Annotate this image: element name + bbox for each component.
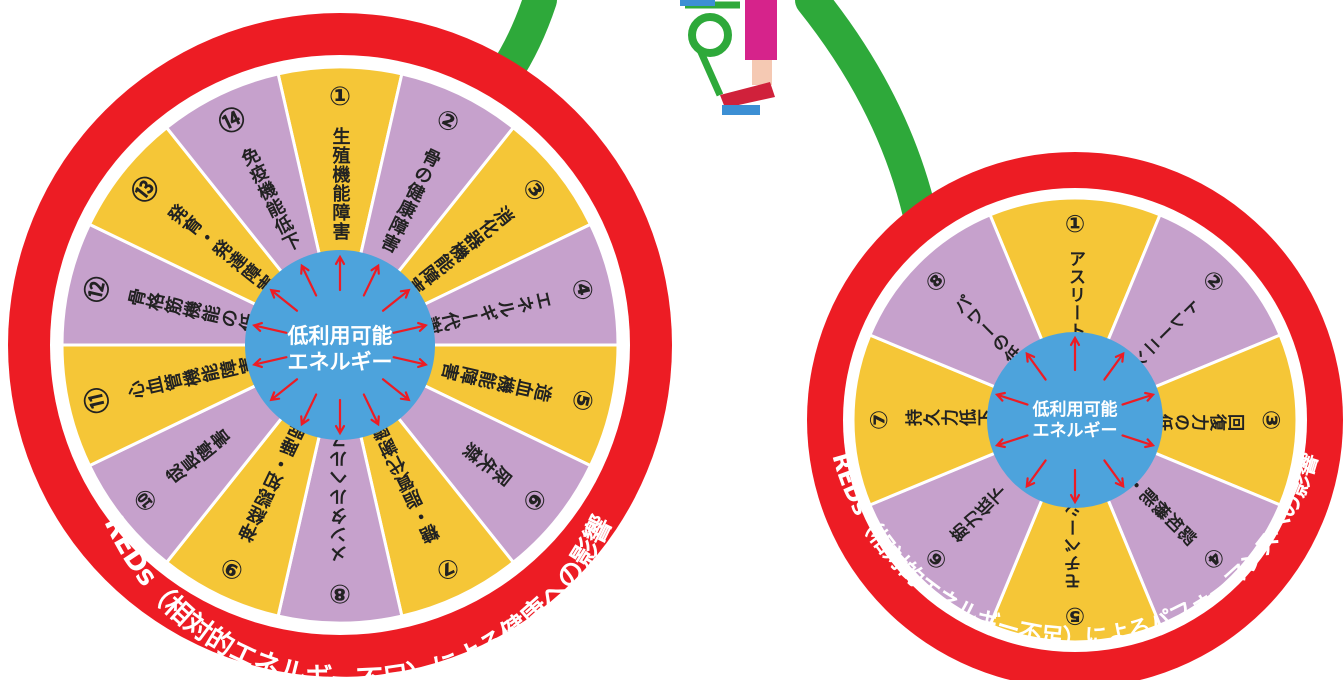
perf-segment-3-number: ③ (1257, 410, 1285, 430)
health-center-circle (245, 250, 435, 440)
perf-segment-3 (1071, 333, 1299, 507)
perf-center-arrow (1103, 351, 1125, 381)
health-center-arrow (300, 393, 318, 427)
performance-center-label-line2: エネルギー (1033, 421, 1118, 441)
health-center-arrow (300, 263, 318, 297)
perf-segment-1 (988, 196, 1162, 424)
health-segment-1 (276, 65, 404, 346)
perf-center-arrow (1025, 459, 1047, 489)
perf-center-arrow (994, 391, 1029, 406)
health-center-arrow (252, 356, 288, 369)
health-center-arrow (362, 393, 380, 427)
perf-center-arrow (1069, 335, 1081, 372)
health-center-label-line1: 低利用可能 (287, 324, 393, 348)
perf-segment-7-number: ⑦ (865, 410, 893, 430)
health-center-arrow (269, 378, 299, 402)
health-center-arrow (334, 254, 346, 292)
health-segment-1-label: 生殖機能障害 (330, 126, 352, 241)
cyclist-legs-illustration (680, 0, 777, 115)
perf-segment-3-label: 回復力の低下 (1137, 410, 1245, 432)
health-segment-8-number: ⑧ (329, 578, 351, 608)
perf-center-arrow (1069, 468, 1081, 505)
perf-segment-7 (851, 333, 1079, 507)
perf-segment-5 (988, 416, 1162, 644)
health-center-arrow (392, 321, 428, 334)
perf-segment-7-label: 持久力低下 (904, 409, 995, 431)
performance-wheel: ①アスリート稼働率の低下②トレーニング効果の低下③回復力の低下④認知機能・スキル… (807, 152, 1343, 684)
perf-center-arrow (1121, 391, 1156, 406)
health-center-arrow (252, 321, 288, 334)
health-segment-1-number: ① (329, 82, 351, 112)
perf-center-arrow (1103, 459, 1125, 489)
health-center-arrow (381, 288, 411, 312)
health-center-arrow (381, 378, 411, 402)
health-center-arrow (392, 356, 428, 369)
perf-segment-1-number: ① (1065, 210, 1085, 238)
health-segment-8 (276, 344, 404, 625)
health-center-arrow (269, 288, 299, 312)
vine-right (795, 0, 937, 232)
health-center-arrow (334, 398, 346, 436)
health-center-arrow (362, 263, 380, 297)
performance-center-label-line1: 低利用可能 (1032, 399, 1118, 420)
performance-center-circle (987, 332, 1163, 508)
perf-center-arrow (994, 434, 1029, 449)
perf-center-arrow (1121, 434, 1156, 449)
perf-segment-5-number: ⑤ (1065, 602, 1085, 630)
perf-center-arrow (1025, 351, 1047, 381)
health-center-label-line2: エネルギー (288, 350, 393, 374)
